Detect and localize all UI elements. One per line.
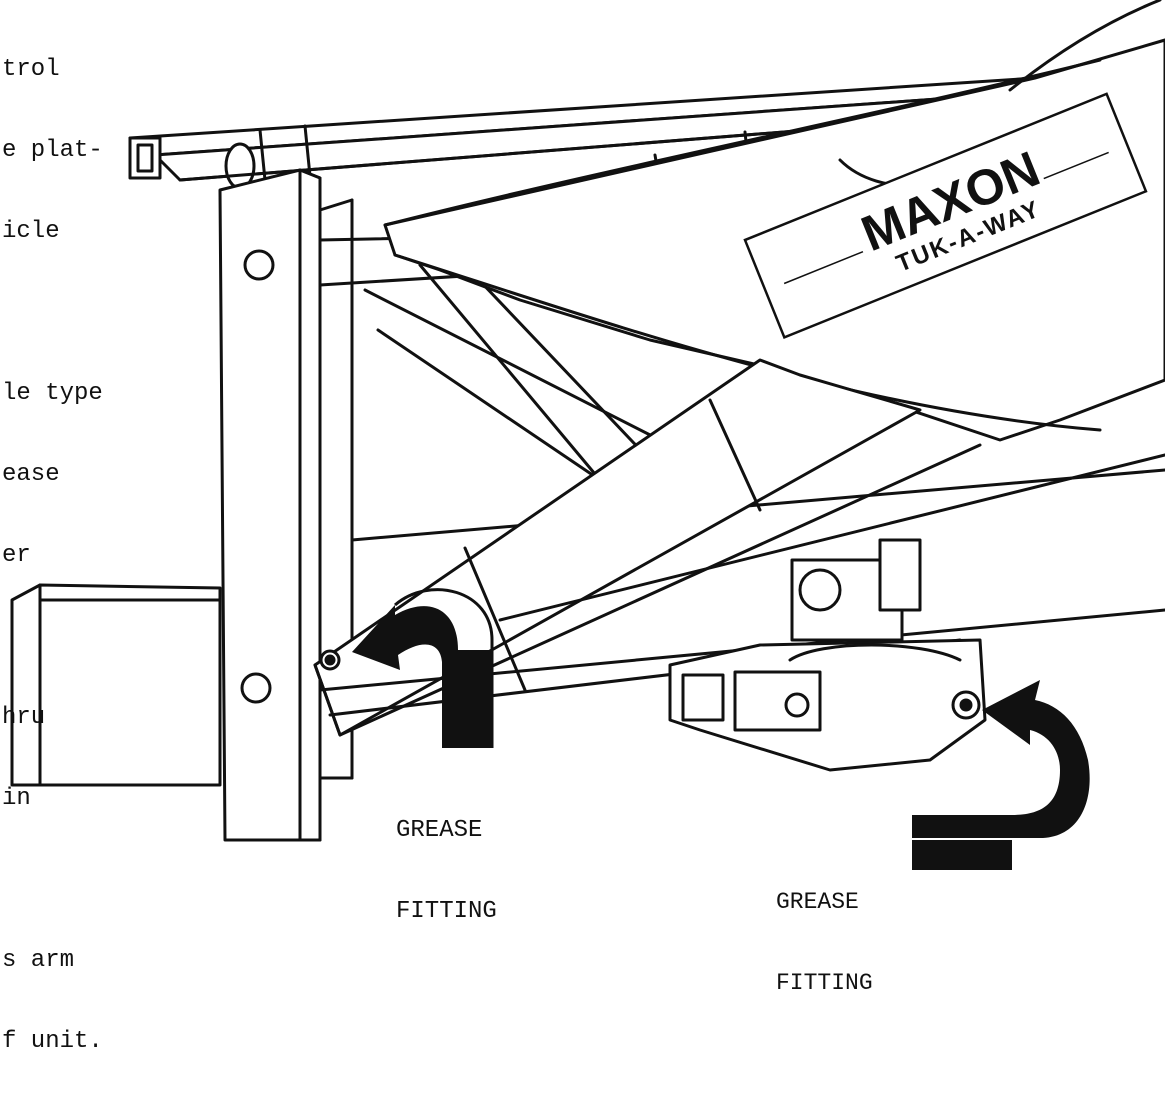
- instruction-line: hru: [2, 704, 46, 731]
- callout-line: FITTING: [776, 970, 873, 996]
- nameplate: MAXON TUK-A-WAY: [743, 92, 1148, 339]
- vertical-post: [218, 168, 354, 842]
- curved-arrow-icon: [352, 588, 494, 748]
- instruction-line: [2, 623, 103, 650]
- instruction-line: icle: [2, 218, 60, 245]
- instruction-line: [2, 299, 103, 326]
- callout-line: FITTING: [396, 898, 497, 925]
- liftgate-drawing: MAXON TUK-A-WAY: [10, 0, 1165, 870]
- callout-line: GREASE: [776, 889, 859, 915]
- curved-arrow-icon: [912, 680, 1090, 870]
- instruction-line: ease: [2, 461, 60, 488]
- grease-fitting-label-right: GREASE FITTING: [776, 835, 873, 1051]
- instruction-text-fragment: trol e plat- icle le type ease er hru in…: [2, 2, 103, 1109]
- instruction-line: f unit.: [2, 1028, 103, 1055]
- lower-crossmember: [10, 583, 222, 787]
- instruction-line: s arm: [2, 947, 75, 974]
- pivot-assembly: [668, 538, 987, 772]
- support-arm: [1008, 0, 1165, 342]
- instruction-line: e plat-: [2, 137, 103, 164]
- callout-line: GREASE: [396, 817, 483, 844]
- tuk-a-way-liftgate-illustration: MAXON TUK-A-WAY trol e plat- icle le typ…: [2, 0, 1165, 1055]
- instruction-line: er: [2, 542, 31, 569]
- grease-fitting-label-left: GREASE FITTING: [396, 763, 497, 979]
- instruction-line: in: [2, 785, 31, 812]
- instruction-line: le type: [2, 380, 103, 407]
- instruction-line: [2, 866, 103, 893]
- instruction-line: trol: [2, 56, 60, 83]
